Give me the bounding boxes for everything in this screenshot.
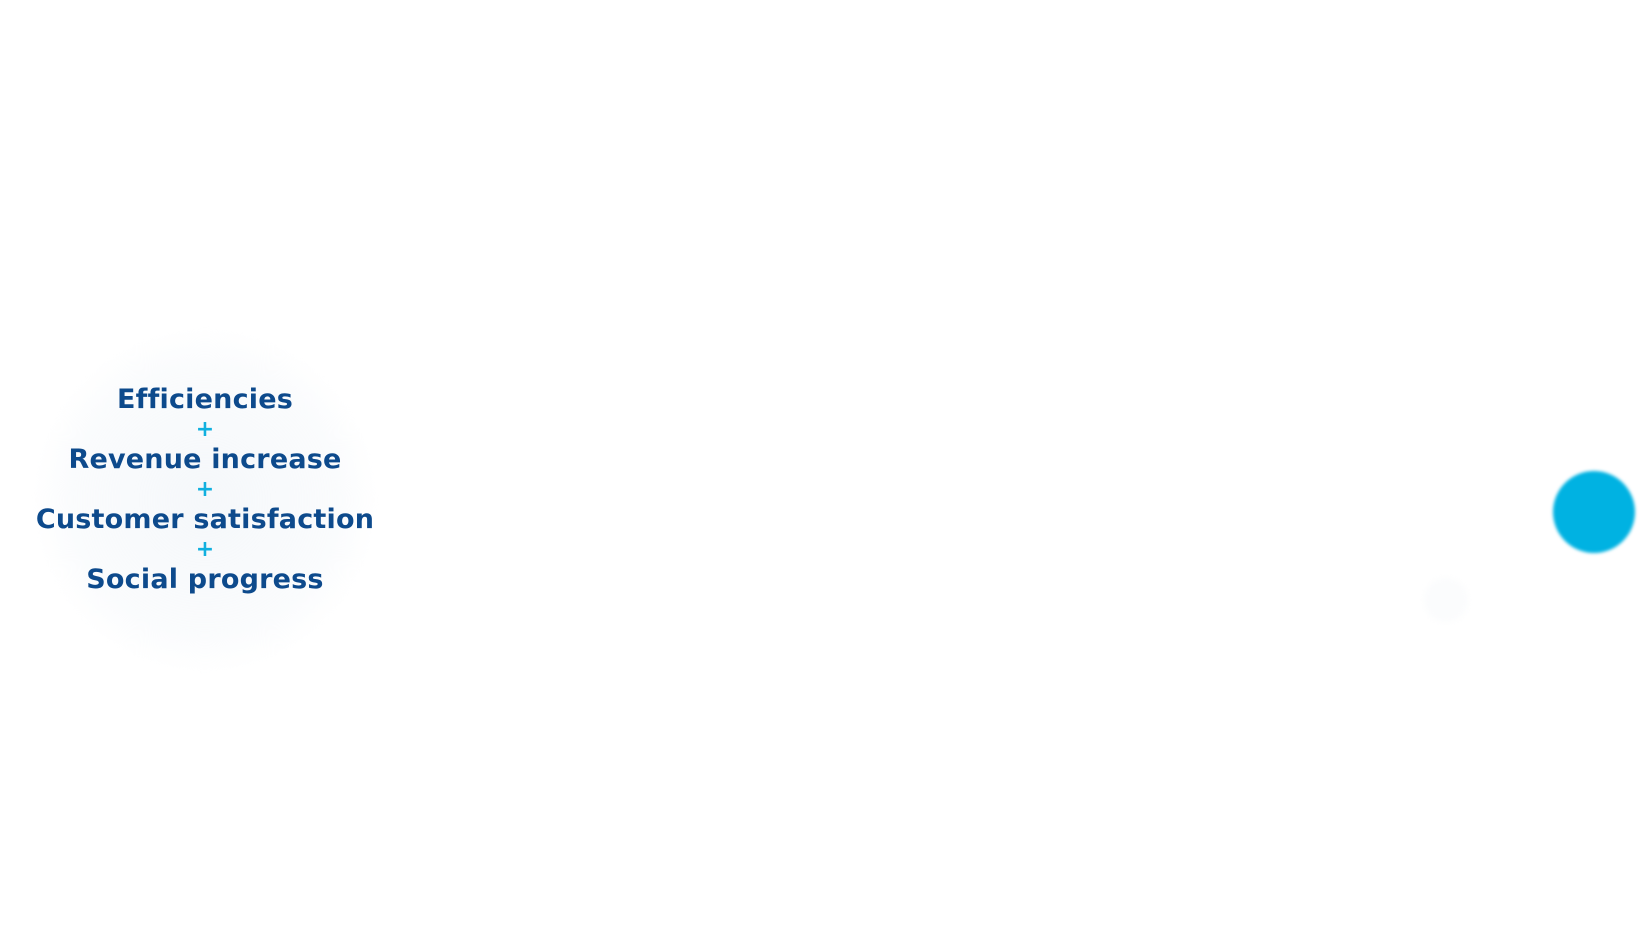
value-stack: Efficiencies + Revenue increase + Custom… bbox=[35, 384, 375, 595]
plus-separator: + bbox=[195, 417, 215, 442]
stack-item-revenue-increase: Revenue increase bbox=[68, 444, 342, 475]
stack-item-social-progress: Social progress bbox=[86, 564, 324, 595]
blue-circle bbox=[1553, 471, 1635, 553]
faint-circle bbox=[1424, 578, 1468, 622]
stack-item-customer-satisfaction: Customer satisfaction bbox=[35, 504, 375, 535]
text-halo-circle bbox=[35, 330, 375, 670]
stack-item-efficiencies: Efficiencies bbox=[116, 384, 294, 415]
plus-separator: + bbox=[195, 537, 215, 562]
plus-separator: + bbox=[195, 477, 215, 502]
